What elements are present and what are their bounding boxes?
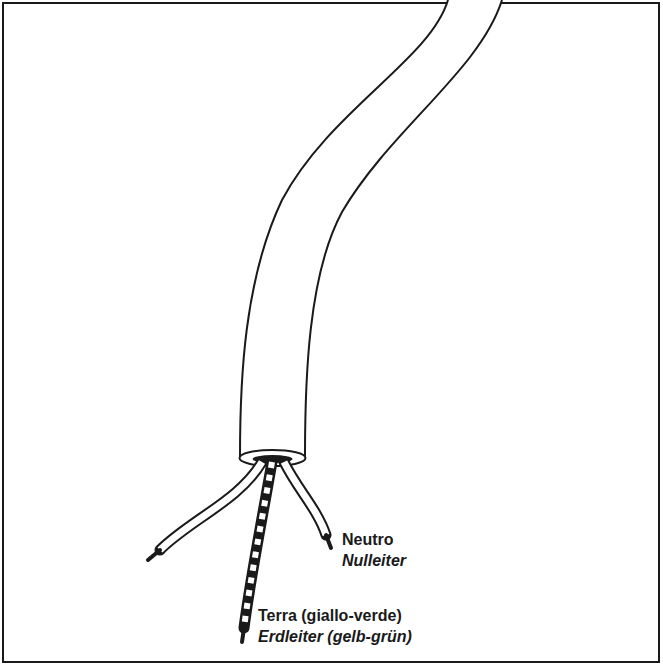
earth-wire-stripes [244,462,272,628]
wire-tip [242,628,244,642]
wire-outline [160,462,262,550]
wire-insulation [160,462,262,550]
wire-tip [326,535,331,548]
earth-wire-outline [244,462,272,628]
sheath-edge [240,0,448,456]
wire-name: Erdleiter (gelb-grün) [258,627,412,646]
wire-name: Terra (giallo-verde) [258,606,402,625]
sheath-edge [305,0,502,456]
wire-outline [284,462,326,535]
frame-border [3,3,659,662]
cable-sheath [240,0,502,456]
wire-name: Neutro [342,530,394,549]
wire-insulation [284,462,326,535]
wire-name: Nulleiter [342,551,406,570]
wire-tip [148,550,160,560]
